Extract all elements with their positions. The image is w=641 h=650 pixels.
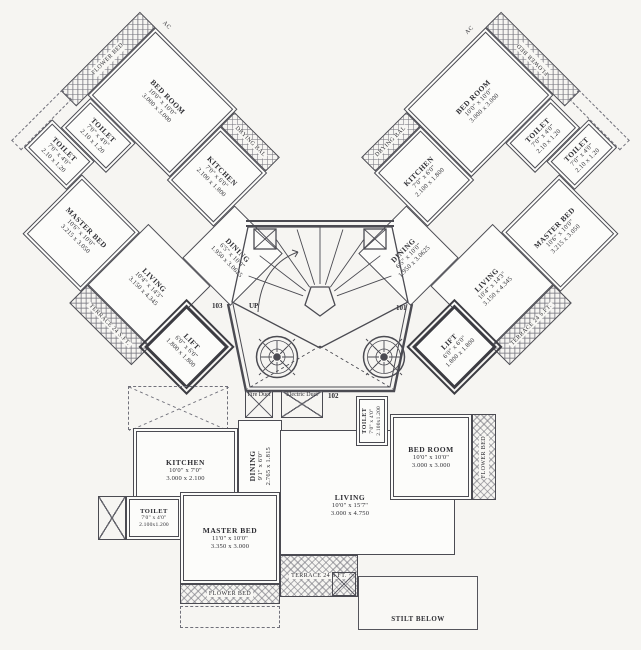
electric-duct-label: Electric Duct bbox=[286, 392, 318, 398]
fire-duct: Fire Duct bbox=[245, 390, 273, 418]
flower-bed-label: FLOWER BED bbox=[206, 591, 254, 597]
room-dim-ft: 10'0" x 7'0" bbox=[169, 466, 202, 474]
room-dim-m: 2.100x1.200 bbox=[375, 406, 382, 436]
bottom-bedroom: BED ROOM 10'0" x 10'0" 3.000 x 3.000 bbox=[390, 414, 472, 500]
electric-duct: Electric Duct bbox=[281, 390, 323, 418]
room-name: LIVING bbox=[334, 493, 366, 502]
room-dim-m: 2.100x1.200 bbox=[139, 521, 169, 528]
stilt-below-label: STILT BELOW bbox=[391, 615, 445, 623]
room-dim-m: 2.765 x 1.815 bbox=[264, 446, 272, 486]
flat-number-102: 102 bbox=[328, 392, 339, 400]
bottom-master-bed: MASTER BED 11'0" x 10'0" 3.350 x 3.000 bbox=[180, 492, 280, 584]
room-name: TOILET bbox=[361, 408, 368, 434]
room-name: KITCHEN bbox=[166, 457, 205, 467]
bottom-flower-bed-right: FLOWER BED bbox=[472, 414, 496, 500]
terrace-label: TERRACE 24 S.FT. bbox=[289, 573, 349, 579]
service-ledge bbox=[98, 496, 126, 540]
ac-label: AC bbox=[161, 20, 172, 32]
room-dim-ft: 7'0" x 4'0" bbox=[369, 408, 375, 434]
stilt-below-area: STILT BELOW bbox=[358, 576, 478, 630]
flat-number-101: 101 bbox=[396, 304, 407, 312]
room-name: TOILET bbox=[140, 507, 168, 515]
bottom-flower-bed: FLOWER BED bbox=[180, 584, 280, 604]
room-dim-m: 3.000 x 3.000 bbox=[411, 461, 451, 469]
room-name: DINING bbox=[247, 450, 257, 482]
room-dim-m: 3.000 x 4.750 bbox=[330, 509, 370, 517]
room-name: BED ROOM bbox=[408, 444, 454, 454]
open-cutout bbox=[128, 386, 229, 431]
terrace-duct bbox=[332, 572, 356, 596]
fire-duct-label: Fire Duct bbox=[247, 392, 271, 398]
right-wing: FLOWER BED AC BED ROOM 10'0" x 10'0" 3.0… bbox=[235, 0, 641, 424]
bottom-toilet-1: TOILET 7'0" x 4'0" 2.100x1.200 bbox=[126, 496, 182, 540]
room-dim-ft: 9'1" x 6'0" bbox=[256, 451, 264, 481]
room-dim-m: 3.350 x 3.000 bbox=[210, 542, 250, 550]
room-name: MASTER BED bbox=[202, 525, 258, 535]
flower-bed-label: FLOWER BED bbox=[479, 435, 489, 479]
room-dim-ft: 10'0" x 10'0" bbox=[412, 453, 450, 461]
flat-number-103: 103 bbox=[212, 302, 223, 310]
bottom-toilet-2: TOILET 7'0" x 4'0" 2.100x1.200 bbox=[356, 396, 388, 446]
room-dim-m: 3.000 x 2.100 bbox=[166, 474, 205, 482]
room-dim-ft: 11'0" x 10'0" bbox=[211, 534, 248, 542]
room-dim-ft: 7'0" x 4'0" bbox=[141, 515, 167, 522]
ac-label: AC bbox=[464, 24, 476, 36]
flower-bed-projection bbox=[180, 606, 280, 628]
room-dim-ft: 10'0" x 15'7" bbox=[331, 502, 369, 509]
